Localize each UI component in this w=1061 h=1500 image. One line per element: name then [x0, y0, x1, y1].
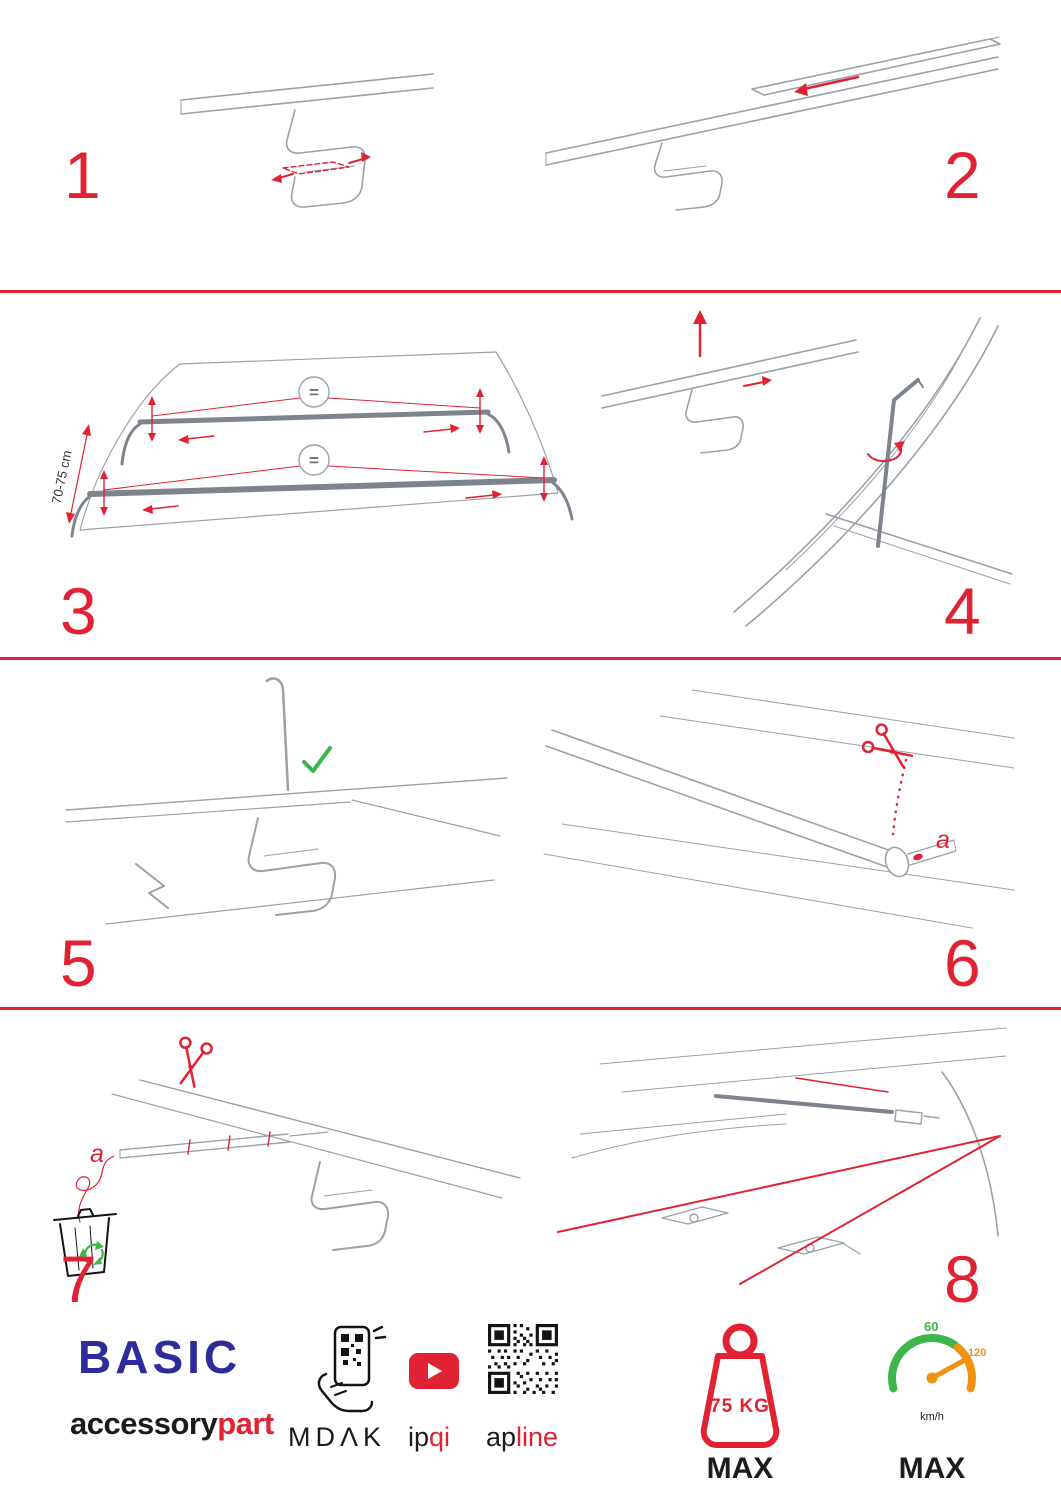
- gutter-line: [795, 1077, 889, 1093]
- cover-strip: [751, 36, 1001, 96]
- max-weight-icon: 75 KG: [700, 1323, 780, 1448]
- qr-modules: [488, 1324, 558, 1394]
- step-3-illustration: = =: [49, 351, 574, 538]
- apline-black-text: ap: [486, 1422, 517, 1452]
- check-icon: [302, 746, 332, 773]
- crossbar-lines: [545, 56, 999, 166]
- label-a: a: [90, 1140, 104, 1168]
- step-7-illustration: a: [53, 1036, 521, 1277]
- youtube-icon: [409, 1353, 459, 1389]
- allen-key-icon: [876, 378, 924, 548]
- rubber-pad-outline: [271, 152, 371, 183]
- brand-accessory-text: accessory: [70, 1406, 218, 1441]
- brand-part-text: part: [217, 1406, 274, 1441]
- partner-apline: apline: [486, 1422, 558, 1453]
- clamp-bracket: [310, 1161, 390, 1251]
- weight-value: 75 KG: [710, 1396, 770, 1417]
- dimension: 70-75 cm: [49, 424, 91, 524]
- recycle-icon: [79, 1241, 104, 1265]
- ipqi-black-text: ip: [408, 1422, 430, 1452]
- ipqi-red-text: qi: [429, 1422, 451, 1452]
- step-number-3: 3: [60, 574, 97, 648]
- scissors-icon: [861, 723, 914, 769]
- trim-strip: [119, 1131, 329, 1159]
- clamp-bracket: [285, 109, 366, 208]
- apline-red-text: line: [516, 1422, 559, 1452]
- roof-outline: [79, 351, 559, 531]
- waste-line: [75, 1155, 115, 1223]
- step-5-illustration: [65, 677, 508, 925]
- roof-lines: [65, 777, 508, 925]
- section-divider: [0, 657, 1061, 660]
- rail-curve: [941, 1071, 999, 1237]
- speed-high-label: 120: [968, 1347, 986, 1359]
- roof-edge-lines: [180, 73, 434, 115]
- speed-low-label: 60: [924, 1319, 938, 1334]
- phone-qr-icon: [317, 1325, 387, 1413]
- speedometer-icon: 60 120 km/h: [888, 1319, 986, 1423]
- scissors-icon: [179, 1036, 213, 1088]
- equal-symbol: =: [309, 451, 319, 470]
- clamp-bracket: [247, 817, 337, 916]
- equal-badge: =: [298, 444, 330, 476]
- dimension-label: 70-75 cm: [49, 449, 75, 505]
- step-8-illustration: [557, 1027, 1007, 1285]
- step-6-illustration: a: [543, 689, 1015, 929]
- slide-arrow: [794, 75, 860, 96]
- height-arrows: [100, 388, 548, 516]
- speed-max-label: MAX: [898, 1452, 966, 1485]
- equal-badge: =: [298, 376, 330, 408]
- clamp-bracket: [685, 389, 744, 454]
- locking-pin: [265, 677, 290, 792]
- cut-guide-line: [891, 758, 908, 836]
- insert-arrow: [693, 310, 707, 358]
- step-1-illustration: [180, 73, 434, 208]
- phone-qr-pattern: [341, 1334, 363, 1366]
- step-2-illustration: [545, 36, 1001, 211]
- brand-logo-basic: BASIC: [78, 1331, 242, 1383]
- crossbar-tube: [545, 729, 910, 878]
- step-number-6: 6: [944, 926, 981, 1000]
- rubber-strip: [907, 839, 957, 866]
- step-number-7: 7: [60, 1242, 97, 1316]
- push-arrow: [743, 376, 772, 387]
- equal-symbol: =: [309, 383, 319, 402]
- step-number-5: 5: [60, 926, 97, 1000]
- brand-accessorypart: accessorypart: [70, 1406, 274, 1442]
- step-number-1: 1: [64, 138, 101, 212]
- section-divider: [0, 290, 1061, 293]
- label-a: a: [936, 826, 950, 854]
- partner-mdak: MDΛK: [288, 1422, 387, 1452]
- step-number-8: 8: [944, 1242, 981, 1316]
- clamp-bracket: [653, 142, 723, 211]
- roof-slats: [543, 689, 1015, 929]
- crossbar: [714, 1094, 940, 1125]
- roof-slats: [571, 1027, 1007, 1159]
- clamp-block: [661, 1206, 729, 1225]
- front-crossbar: [70, 477, 574, 538]
- qr-code: [488, 1324, 558, 1394]
- roof-edge-lines: [601, 339, 859, 409]
- mounting-area-lines: [557, 1135, 1001, 1285]
- speed-unit-label: km/h: [920, 1411, 944, 1423]
- roof-lines: [111, 1079, 521, 1199]
- weight-max-label: MAX: [706, 1452, 774, 1485]
- equal-spacing-lines: [103, 397, 545, 491]
- trash-bin-icon: [53, 1208, 117, 1277]
- slide-arrows: [142, 424, 502, 514]
- step-number-4: 4: [944, 574, 981, 648]
- rail-lines: [825, 513, 1013, 585]
- claw-hook: [135, 863, 169, 909]
- section-divider: [0, 1007, 1061, 1010]
- step-number-2: 2: [944, 138, 981, 212]
- step-4-illustration: [601, 310, 1013, 627]
- rear-crossbar: [120, 409, 511, 466]
- rotate-arrow: [867, 441, 905, 463]
- partner-ipqi: ipqi: [408, 1422, 450, 1453]
